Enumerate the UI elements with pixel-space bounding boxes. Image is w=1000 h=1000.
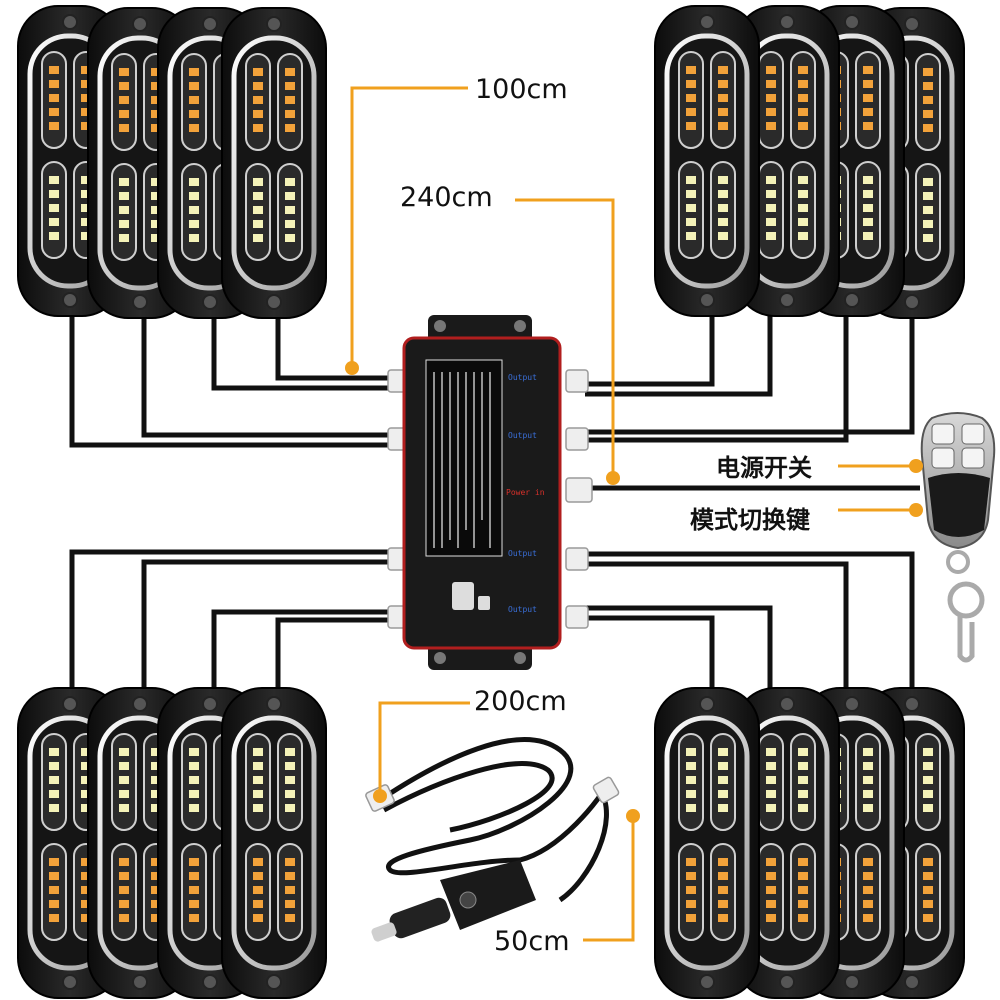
instruction-text-lines — [433, 372, 491, 548]
port-label-output-3: Output — [508, 549, 537, 558]
callout-lines — [350, 86, 914, 942]
port-label-output-2: Output — [508, 431, 537, 440]
recycle-icon — [452, 582, 490, 610]
inline-connectors — [365, 776, 620, 812]
port-label-output-1: Output — [508, 373, 537, 382]
cigarette-lighter-plug-icon — [371, 860, 536, 942]
cable-length-200cm: 200cm — [474, 686, 567, 717]
remote-power-switch-label: 电源开关 — [716, 454, 812, 482]
led-warning-light-icon — [222, 8, 326, 318]
led-warning-light-icon — [222, 688, 326, 998]
callout-dots — [345, 361, 923, 823]
light-bars-top-left — [18, 6, 326, 318]
cable-harness — [69, 310, 920, 690]
cable-length-50cm: 50cm — [494, 926, 570, 957]
port-label-output-4: Output — [508, 605, 537, 614]
light-bars-bottom-right — [655, 688, 964, 998]
cable-length-100cm: 100cm — [475, 74, 568, 105]
light-bars-top-right — [655, 6, 964, 318]
controller-box: Output Output Power in Output Output — [402, 315, 562, 670]
port-label-power-in: Power in — [506, 488, 545, 497]
cable-length-240cm: 240cm — [400, 182, 493, 213]
remote-mode-switch-label: 模式切换键 — [690, 506, 810, 534]
key-fob-remote-icon — [920, 412, 996, 663]
led-warning-light-icon — [655, 6, 759, 316]
led-warning-light-icon — [655, 688, 759, 998]
light-bars-bottom-left — [18, 688, 326, 998]
